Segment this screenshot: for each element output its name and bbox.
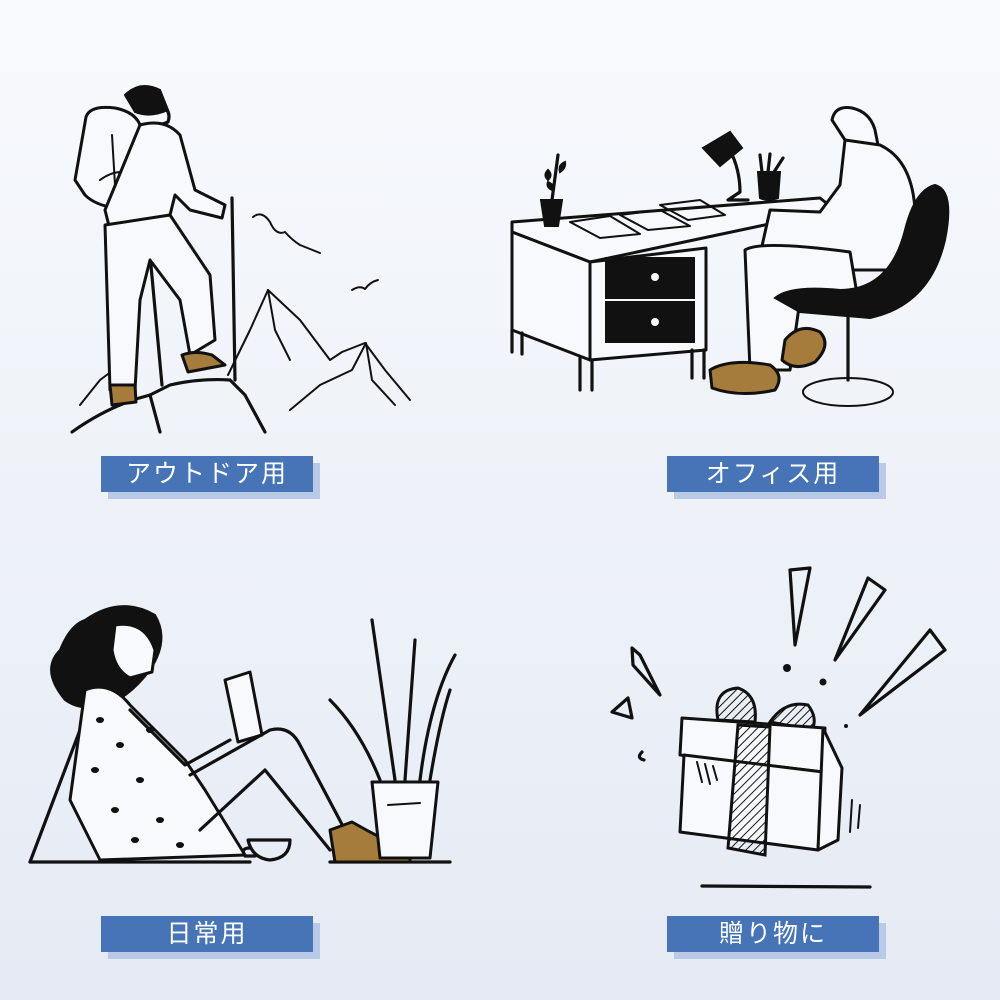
- gift-box-illustration: [610, 566, 947, 889]
- label-daily: 日常用: [101, 916, 320, 959]
- label-gift-text: 贈り物に: [667, 916, 879, 952]
- man-at-office-desk-illustration: [510, 106, 950, 407]
- label-outdoor: アウトドア用: [101, 456, 320, 499]
- label-office-text: オフィス用: [667, 456, 879, 492]
- label-gift: 贈り物に: [667, 916, 886, 959]
- woman-reading-illustration: [28, 605, 457, 864]
- label-daily-text: 日常用: [101, 916, 313, 952]
- label-office: オフィス用: [667, 456, 886, 499]
- label-outdoor-text: アウトドア用: [101, 456, 313, 492]
- hiker-on-mountain-illustration: [70, 85, 411, 434]
